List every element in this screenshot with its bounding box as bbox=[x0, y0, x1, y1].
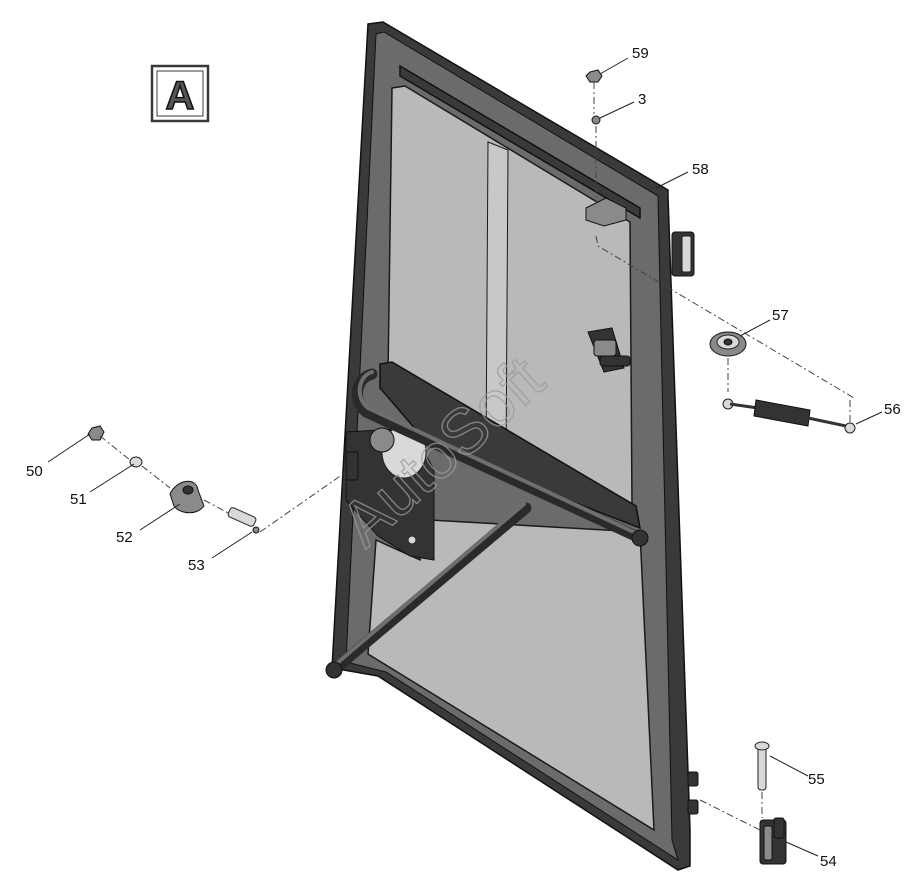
view-label-letter: A bbox=[166, 74, 195, 118]
lower-hinge-knuckle bbox=[687, 771, 699, 787]
pin-53 bbox=[227, 507, 260, 534]
hinge-54 bbox=[759, 817, 787, 865]
callout-58: 58 bbox=[692, 161, 709, 178]
lower-hinge-knuckle-2 bbox=[687, 799, 699, 815]
callout-numbers: 59 3 58 57 56 50 51 52 53 55 54 bbox=[26, 45, 901, 870]
callout-54: 54 bbox=[820, 853, 837, 870]
callout-59: 59 bbox=[632, 45, 649, 62]
door-top-sill bbox=[399, 64, 641, 220]
callout-50: 50 bbox=[26, 463, 43, 480]
door-mid-rail bbox=[379, 361, 641, 530]
top-bracket bbox=[585, 197, 627, 227]
grab-bar bbox=[325, 368, 649, 679]
callout-3: 3 bbox=[638, 91, 646, 108]
callout-57: 57 bbox=[772, 307, 789, 324]
striker-parts bbox=[87, 425, 347, 534]
leader-lines bbox=[47, 57, 883, 857]
washer-3 bbox=[591, 115, 601, 125]
door-assembly bbox=[325, 21, 699, 871]
part-57-bumper bbox=[709, 331, 747, 357]
top-fasteners bbox=[585, 69, 855, 399]
view-label-box: A bbox=[150, 64, 210, 123]
callout-52: 52 bbox=[116, 529, 133, 546]
callout-56: 56 bbox=[884, 401, 901, 418]
callout-55: 55 bbox=[808, 771, 825, 788]
nut-59 bbox=[585, 69, 603, 83]
callout-51: 51 bbox=[70, 491, 87, 508]
lower-glass-pane bbox=[367, 519, 655, 832]
hinge-pin-55 bbox=[757, 745, 767, 791]
callout-53: 53 bbox=[188, 557, 205, 574]
interior-handle bbox=[587, 327, 631, 373]
bottom-hinge-parts bbox=[699, 741, 787, 865]
upper-hinge-plate bbox=[681, 235, 692, 273]
part-56-gas-strut bbox=[722, 398, 856, 434]
